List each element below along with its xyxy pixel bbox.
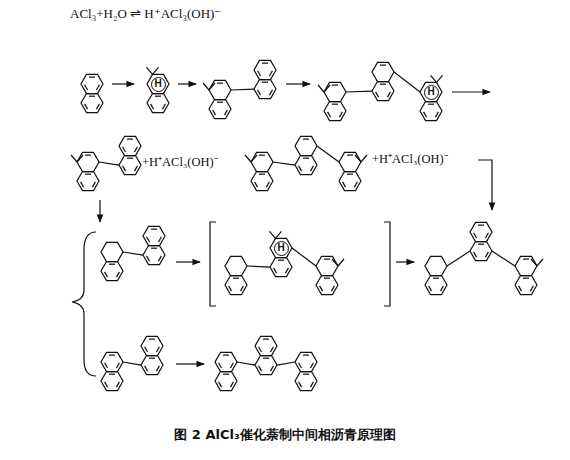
proton-circle: H <box>424 85 439 100</box>
equation-text: ACl₃+H₂O ⇌ H⁺ACl₃(OH)⁻ <box>70 6 221 22</box>
proton-circle: H <box>151 77 166 92</box>
proton-symbol: H <box>154 79 161 89</box>
proton-symbol: H <box>427 87 434 97</box>
byproduct-text: +H⁺ACl₃(OH)⁻ <box>142 153 218 170</box>
proton-circle: H <box>274 241 289 256</box>
byproduct-text: +H⁺ACl₃(OH)⁻ <box>372 150 448 167</box>
proton-symbol: H <box>277 243 284 253</box>
molecule-drawing <box>71 60 543 390</box>
figure-caption: 图 2 AlCl₃催化萘制中间相沥青原理图 <box>174 426 395 444</box>
